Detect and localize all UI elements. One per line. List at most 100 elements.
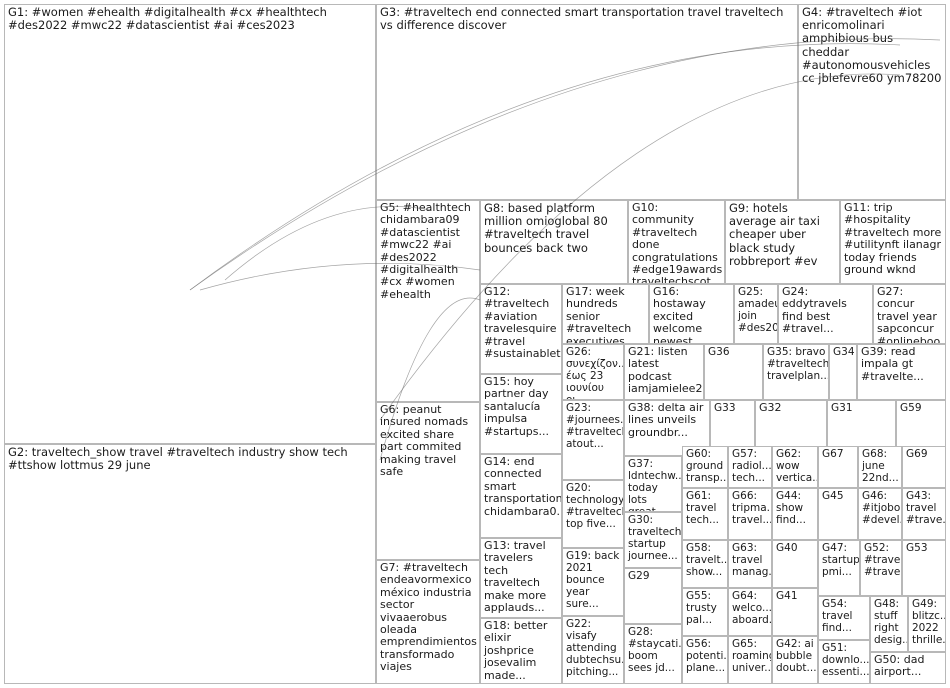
group-label-g7: G7: #traveltech endeavormexico méxico in… [380, 561, 477, 674]
group-panel-g54: G54: travel find... [818, 596, 870, 640]
group-panel-g51: G51: downlo... essenti... [818, 640, 870, 684]
group-panel-g35: G35: bravo #traveltech travelplan... [763, 344, 829, 400]
group-label-g61: G61: travel tech... [686, 490, 720, 526]
group-panel-g46: G46: #itjobo... #devel... [858, 488, 902, 540]
group-label-g1: G1: #women #ehealth #digitalhealth #cx #… [8, 5, 327, 33]
group-label-g6: G6: peanut insured nomads excited share … [380, 403, 469, 479]
group-label-g58: G58: travelt... show... [686, 542, 728, 578]
group-label-g25: G25: amadeus4... join #des2022... [738, 286, 777, 334]
group-label-g57: G57: radiol... tech... [732, 448, 772, 484]
group-label-g62: G62: wow vertica... [776, 448, 818, 484]
group-label-g47: G47: startup pmi... [822, 542, 860, 578]
group-label-g2: G2: traveltech_show travel #traveltech i… [8, 445, 348, 473]
group-label-g5: G5: #healthtech chidambara09 #datascient… [380, 201, 471, 301]
group-panel-g21: G21: listen latest podcast iamjamielee2.… [624, 344, 704, 400]
group-label-g38: G38: delta air lines unveils groundbr... [628, 401, 704, 439]
group-label-g34: G34 [833, 346, 855, 358]
group-label-g10: G10: community #traveltech done congratu… [632, 201, 723, 284]
group-panel-g4: G4: #traveltech #iot enricomolinari amph… [798, 4, 946, 200]
group-panel-g42: G42: ai bubble doubt... [772, 636, 818, 684]
group-label-g19: G19: back 2021 bounce year sure... [566, 550, 620, 610]
group-panel-g44: G44: show find... [772, 488, 818, 540]
group-label-g39: G39: read impala gt #travelte... [861, 345, 924, 383]
group-label-g40: G40 [776, 542, 798, 554]
group-panel-g49: G49: blitzc... 2022 thrille... [908, 596, 946, 652]
group-panel-g23: G23: #journees... #traveltech atout... [562, 400, 624, 480]
group-panel-g52: G52: #travel #trave... [860, 540, 902, 596]
group-label-g18: G18: better elixir joshprice josevalim m… [484, 619, 548, 682]
group-panel-g55: G55: trusty pal... [682, 588, 728, 636]
group-label-g59: G59 [900, 402, 922, 414]
group-label-g51: G51: downlo... essenti... [822, 642, 870, 678]
group-label-g66: G66: tripma... travel... [732, 490, 772, 526]
group-panel-g1: G1: #women #ehealth #digitalhealth #cx #… [4, 4, 376, 444]
group-label-g14: G14: end connected smart transportation … [484, 455, 562, 518]
group-label-g15: G15: hoy partner day santalucía impulsa … [484, 375, 550, 438]
group-panel-g3: G3: #traveltech end connected smart tran… [376, 4, 798, 200]
group-panel-g25: G25: amadeus4... join #des2022... [734, 284, 778, 344]
group-panel-g11: G11: trip #hospitality #traveltech more … [840, 200, 946, 284]
group-panel-g63: G63: travel manag... [728, 540, 772, 588]
group-panel-g61: G61: travel tech... [682, 488, 728, 540]
group-panel-g65: G65: roaming univer... [728, 636, 772, 684]
group-panel-g53: G53 [902, 540, 946, 596]
group-label-g55: G55: trusty pal... [686, 590, 717, 626]
group-label-g26: G26: συνεχίζον... έως 23 ιουνίου οι... [566, 346, 624, 400]
group-panel-g64: G64: welco... aboard... [728, 588, 772, 636]
group-label-g3: G3: #traveltech end connected smart tran… [380, 5, 784, 33]
group-label-g63: G63: travel manag... [732, 542, 772, 578]
group-panel-g50: G50: dad airport... [870, 652, 946, 684]
group-label-g4: G4: #traveltech #iot enricomolinari amph… [802, 5, 942, 86]
group-panel-g2: G2: traveltech_show travel #traveltech i… [4, 444, 376, 684]
group-panel-g40: G40 [772, 540, 818, 588]
group-panel-g13: G13: travel travelers tech traveltech ma… [480, 538, 562, 618]
group-label-g36: G36 [708, 346, 730, 358]
group-label-g32: G32 [759, 401, 782, 414]
group-label-g56: G56: potenti... plane... [686, 638, 727, 674]
group-panel-g58: G58: travelt... show... [682, 540, 728, 588]
group-panel-g37: G37: ldntechw... today lots great... [624, 456, 682, 512]
group-label-g31: G31 [831, 402, 853, 414]
group-panel-g41: G41 [772, 588, 818, 636]
group-panel-g57: G57: radiol... tech... [728, 446, 772, 488]
group-panel-g8: G8: based platform million omioglobal 80… [480, 200, 628, 284]
group-panel-g17: G17: week hundreds senior #traveltech ex… [562, 284, 649, 344]
group-label-g67: G67 [822, 448, 844, 460]
group-label-g49: G49: blitzc... 2022 thrille... [912, 598, 946, 646]
group-panel-g68: G68: june 22nd... [858, 446, 902, 488]
group-panel-g69: G69 [902, 446, 946, 488]
group-panel-g19: G19: back 2021 bounce year sure... [562, 548, 624, 616]
group-label-g30: G30: traveltech startup journee... [628, 514, 682, 562]
group-panel-g7: G7: #traveltech endeavormexico méxico in… [376, 560, 480, 684]
group-label-g53: G53 [906, 542, 928, 554]
group-panel-g45: G45 [818, 488, 858, 540]
group-panel-g66: G66: tripma... travel... [728, 488, 772, 540]
group-label-g48: G48: stuff right desig... [874, 598, 907, 646]
group-label-g21: G21: listen latest podcast iamjamielee2.… [628, 345, 703, 396]
group-label-g50: G50: dad airport... [874, 653, 925, 679]
group-label-g13: G13: travel travelers tech traveltech ma… [484, 539, 547, 615]
group-panel-g48: G48: stuff right desig... [870, 596, 908, 652]
group-panel-g43: G43: travel #trave... [902, 488, 946, 540]
group-label-g37: G37: ldntechw... today lots great... [628, 458, 682, 512]
group-panel-g27: G27: concur travel year sapconcur #onlin… [873, 284, 946, 344]
group-label-g27: G27: concur travel year sapconcur #onlin… [877, 285, 946, 344]
group-label-g60: G60: ground transp... [686, 448, 728, 484]
group-label-g33: G33 [714, 402, 736, 414]
group-panel-g10: G10: community #traveltech done congratu… [628, 200, 725, 284]
group-panel-g30: G30: traveltech startup journee... [624, 512, 682, 568]
group-panel-g6: G6: peanut insured nomads excited share … [376, 402, 480, 560]
group-label-g12: G12: #traveltech #aviation travelesquire… [484, 285, 561, 361]
group-label-g22: G22: visafy attending dubtechsu... pitch… [566, 618, 623, 678]
group-label-g29: G29 [628, 570, 650, 582]
group-panel-g22: G22: visafy attending dubtechsu... pitch… [562, 616, 624, 684]
group-label-g54: G54: travel find... [822, 598, 853, 634]
group-panel-g29: G29 [624, 568, 682, 624]
group-panel-g67: G67 [818, 446, 858, 488]
group-label-g42: G42: ai bubble doubt... [776, 638, 817, 674]
group-label-g43: G43: travel #trave... [906, 490, 946, 526]
group-panel-g18: G18: better elixir joshprice josevalim m… [480, 618, 562, 684]
group-panel-g15: G15: hoy partner day santalucía impulsa … [480, 374, 562, 454]
group-panel-g47: G47: startup pmi... [818, 540, 860, 596]
